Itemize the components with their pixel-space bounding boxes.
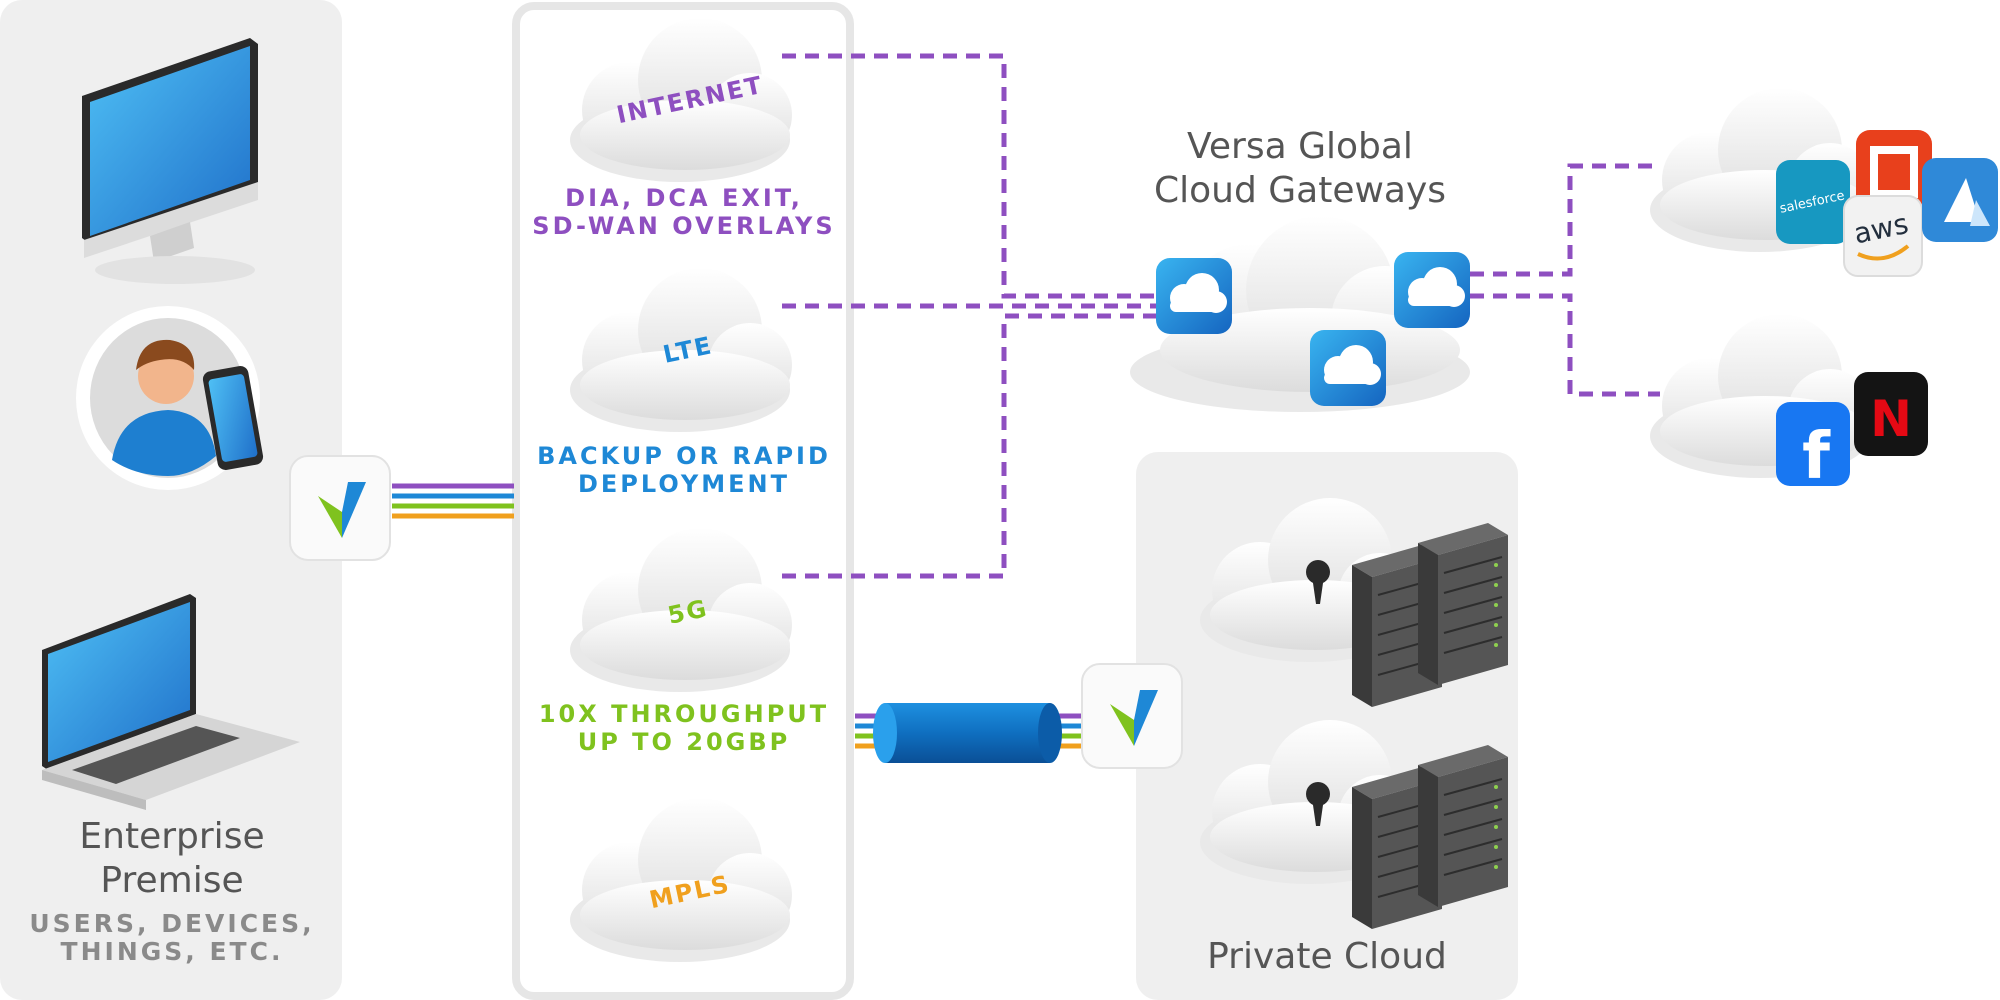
- aws-logo: aws: [1843, 195, 1923, 277]
- enterprise-link-bundle: [392, 483, 514, 519]
- enterprise-title-line2: Premise: [100, 860, 243, 901]
- office-logo: [1856, 130, 1932, 214]
- mobile-user-icon: [76, 306, 264, 490]
- internet-caption-line2: SD-WAN OVERLAYS: [532, 212, 835, 240]
- laptop-icon: [42, 594, 300, 810]
- private-versa-logo: [1081, 663, 1183, 769]
- desktop-monitor-icon: [82, 38, 258, 284]
- transport-panel: [512, 2, 854, 1000]
- 5g-caption-line1: 10X THROUGHPUT: [539, 700, 829, 728]
- enterprise-title: Enterprise Premise USERS, DEVICES, THING…: [29, 816, 314, 966]
- facebook-logo: f: [1776, 402, 1850, 494]
- gateway-node-left: [1156, 258, 1232, 334]
- private-cloud-lower: [1200, 720, 1509, 930]
- enterprise-subtitle-line2: THINGS, ETC.: [61, 937, 284, 966]
- private-cloud-title: Private Cloud: [1207, 936, 1447, 977]
- enterprise-title-line1: Enterprise: [79, 816, 264, 857]
- azure-logo: [1922, 158, 1998, 242]
- netflix-logo: N: [1854, 372, 1928, 456]
- lte-caption-line2: DEPLOYMENT: [578, 470, 790, 498]
- svg-text:N: N: [1870, 390, 1912, 448]
- enterprise-versa-logo: [289, 455, 391, 561]
- svg-text:f: f: [1802, 420, 1831, 494]
- salesforce-logo: salesforce: [1776, 160, 1850, 244]
- tunnel-tube: [873, 703, 1062, 763]
- gateway-node-right: [1394, 252, 1470, 328]
- lte-caption-line1: BACKUP OR RAPID: [537, 442, 831, 470]
- gateways-title-line2: Cloud Gateways: [1154, 170, 1446, 211]
- private-cloud-upper: [1200, 498, 1509, 708]
- internet-caption-line1: DIA, DCA EXIT,: [565, 184, 803, 212]
- 5g-caption-line2: UP TO 20GBP: [578, 728, 791, 756]
- gateways-title-line1: Versa Global: [1187, 126, 1413, 167]
- dashed-connections: [782, 53, 1660, 579]
- gateway-node-bottom: [1310, 330, 1386, 406]
- enterprise-subtitle-line1: USERS, DEVICES,: [29, 909, 314, 938]
